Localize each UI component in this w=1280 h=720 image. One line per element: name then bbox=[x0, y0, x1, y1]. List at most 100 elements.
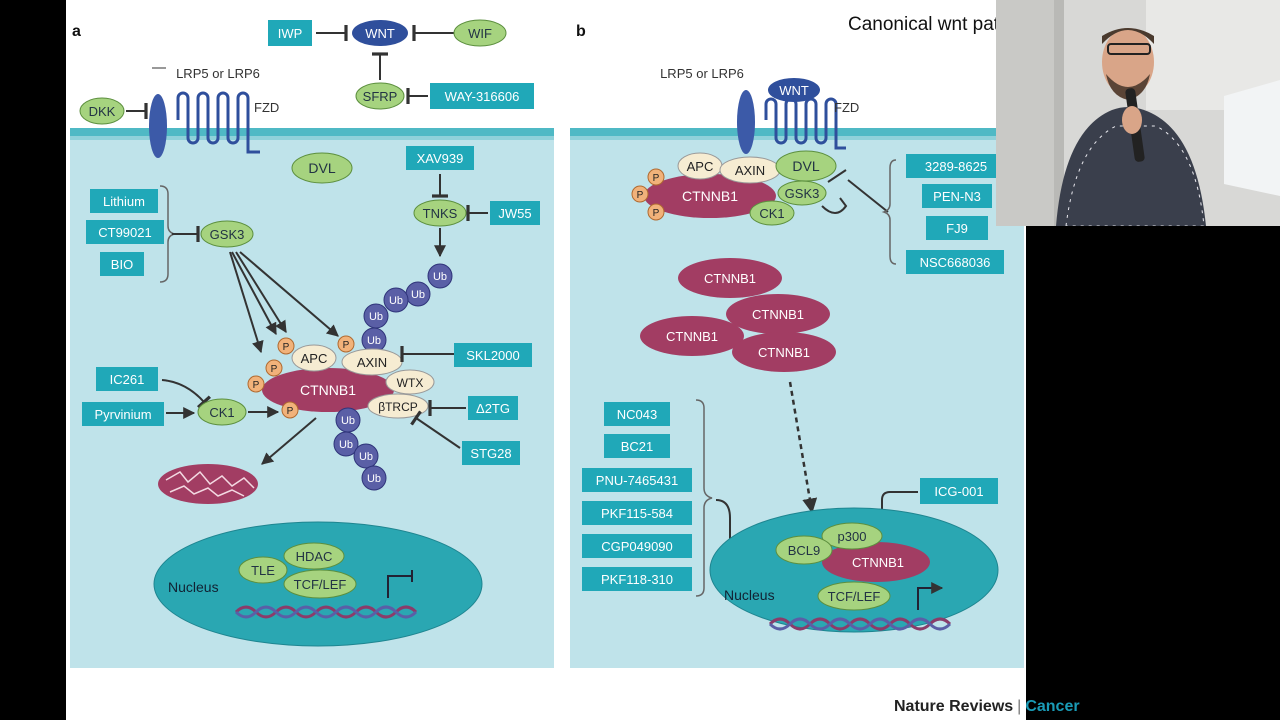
ic261-label: IC261 bbox=[110, 372, 145, 387]
tcf-lef-node-a bbox=[283, 569, 357, 599]
dkk-node bbox=[79, 97, 125, 125]
svg-text:Ub: Ub bbox=[339, 439, 353, 451]
axin-node-a bbox=[341, 348, 403, 376]
dna-helix-a bbox=[234, 605, 418, 619]
dvl-label-b: DVL bbox=[792, 158, 819, 174]
d2tg-label: Δ2TG bbox=[476, 401, 510, 416]
free-ctnnb1-1-label: CTNNB1 bbox=[704, 271, 756, 286]
wnt-node-b bbox=[768, 78, 820, 102]
svg-text:Ub: Ub bbox=[367, 335, 381, 347]
tcf-lef-label-a: TCF/LEF bbox=[294, 577, 347, 592]
tle-node bbox=[238, 556, 288, 584]
icg001-label: ICG-001 bbox=[934, 484, 983, 499]
svg-text:Ub: Ub bbox=[433, 271, 447, 283]
bcl9-node bbox=[775, 535, 833, 565]
tcf-lef-label-b: TCF/LEF bbox=[828, 589, 881, 604]
wif-label: WIF bbox=[468, 26, 492, 41]
free-ctnnb1-1 bbox=[678, 258, 782, 298]
wtx-label: WTX bbox=[397, 376, 424, 390]
axin-label-b: AXIN bbox=[735, 163, 765, 178]
ctnnb1-nuclear-label: CTNNB1 bbox=[852, 555, 904, 570]
dkk-label: DKK bbox=[89, 104, 116, 119]
svg-text:Ub: Ub bbox=[411, 289, 425, 301]
hdac-label: HDAC bbox=[296, 549, 333, 564]
ctnnb1-node-a bbox=[262, 368, 394, 412]
gsk3-label-b: GSK3 bbox=[785, 186, 820, 201]
dvl-inhibitor-1-box bbox=[906, 154, 1006, 178]
lrp-label-a: LRP5 or LRP6 bbox=[176, 66, 260, 81]
pyrvinium-box bbox=[82, 402, 164, 426]
lrp-receptor-b bbox=[737, 90, 755, 154]
dvl-inhibitor-3-box bbox=[926, 216, 988, 240]
journal-name: Nature Reviews bbox=[894, 698, 1014, 715]
dna-helix-b bbox=[768, 617, 952, 631]
svg-text:P: P bbox=[283, 342, 290, 353]
bc21-label: BC21 bbox=[621, 439, 654, 454]
svg-text:P: P bbox=[653, 173, 660, 184]
wif-node bbox=[453, 19, 507, 47]
nucleus-label-a: Nucleus bbox=[168, 579, 219, 595]
wnt-label-b: WNT bbox=[779, 83, 809, 98]
fzd-receptor-a bbox=[176, 91, 260, 154]
xav939-label: XAV939 bbox=[417, 151, 464, 166]
free-ctnnb1-2 bbox=[726, 294, 830, 334]
pnu-label: PNU-7465431 bbox=[596, 473, 678, 488]
btrcp-label: βTRCP bbox=[378, 400, 418, 414]
pkf118-label: PKF118-310 bbox=[601, 572, 673, 587]
d2tg-box bbox=[468, 396, 518, 420]
axin-label-a: AXIN bbox=[357, 355, 387, 370]
presenter-shirt bbox=[1056, 107, 1206, 226]
bcl9-label: BCL9 bbox=[788, 543, 821, 558]
svg-text:P: P bbox=[271, 364, 278, 375]
lithium-box bbox=[90, 189, 158, 213]
dvl-label-a: DVL bbox=[308, 160, 335, 176]
ctnnb1-label-a: CTNNB1 bbox=[300, 382, 356, 398]
ct99021-box bbox=[86, 220, 164, 244]
iwp-label: IWP bbox=[278, 26, 303, 41]
slide-title: Canonical wnt pathway bbox=[848, 14, 1044, 35]
skl2000-box bbox=[454, 343, 532, 367]
nucleus-label-b: Nucleus bbox=[724, 587, 775, 603]
svg-text:P: P bbox=[637, 190, 644, 201]
svg-text:Ub: Ub bbox=[359, 451, 373, 463]
gsk3-node-b bbox=[777, 180, 827, 206]
wnt-label: WNT bbox=[365, 26, 395, 41]
dvl-inhibitor-4-box bbox=[906, 250, 1004, 274]
ctnnb1-nuclear bbox=[822, 542, 930, 582]
skl2000-label: SKL2000 bbox=[466, 348, 520, 363]
free-ctnnb1-3-label: CTNNB1 bbox=[666, 329, 718, 344]
stg28-label: STG28 bbox=[470, 446, 511, 461]
svg-text:Ub: Ub bbox=[341, 415, 355, 427]
sfrp-node bbox=[355, 82, 405, 110]
free-ctnnb1-3 bbox=[640, 316, 744, 356]
phospho-group-a: P P P P P bbox=[247, 335, 355, 419]
wnt-node bbox=[352, 20, 408, 46]
fzd-receptor-b bbox=[764, 97, 846, 150]
tnks-label: TNKS bbox=[423, 206, 458, 221]
tle-label: TLE bbox=[251, 563, 275, 578]
free-ctnnb1-4 bbox=[732, 332, 836, 372]
sfrp-label: SFRP bbox=[363, 89, 398, 104]
free-ctnnb1-4-label: CTNNB1 bbox=[758, 345, 810, 360]
phospho-group-b: APC P P P bbox=[631, 168, 665, 221]
ic261-box bbox=[96, 367, 158, 391]
presenter-webcam bbox=[996, 0, 1280, 226]
way-label: WAY-316606 bbox=[445, 89, 520, 104]
apc-label-b: APC bbox=[687, 159, 714, 174]
proteasome-degradation bbox=[158, 464, 258, 504]
pkf115-label: PKF115-584 bbox=[601, 506, 673, 521]
stg28-box bbox=[462, 441, 520, 465]
nuclear-inhibitors: NC043 BC21 PNU-7465431 PKF115-584 CGP049… bbox=[582, 402, 692, 591]
iwp-box bbox=[268, 20, 312, 46]
panel-b-label: b bbox=[576, 23, 586, 40]
dvl-node-a bbox=[291, 152, 353, 184]
p300-label: p300 bbox=[838, 529, 867, 544]
svg-text:P: P bbox=[653, 208, 660, 219]
slide: a b IWP WNT WIF SFRP WAY-316606 DKK LRP5… bbox=[66, 0, 1080, 720]
hdac-node bbox=[283, 542, 345, 570]
ctnnb1-complex-b bbox=[644, 174, 776, 218]
svg-text:P: P bbox=[343, 340, 350, 351]
footer-separator: | bbox=[1017, 698, 1022, 715]
apc-node-a bbox=[291, 344, 337, 372]
jw55-box bbox=[490, 201, 540, 225]
